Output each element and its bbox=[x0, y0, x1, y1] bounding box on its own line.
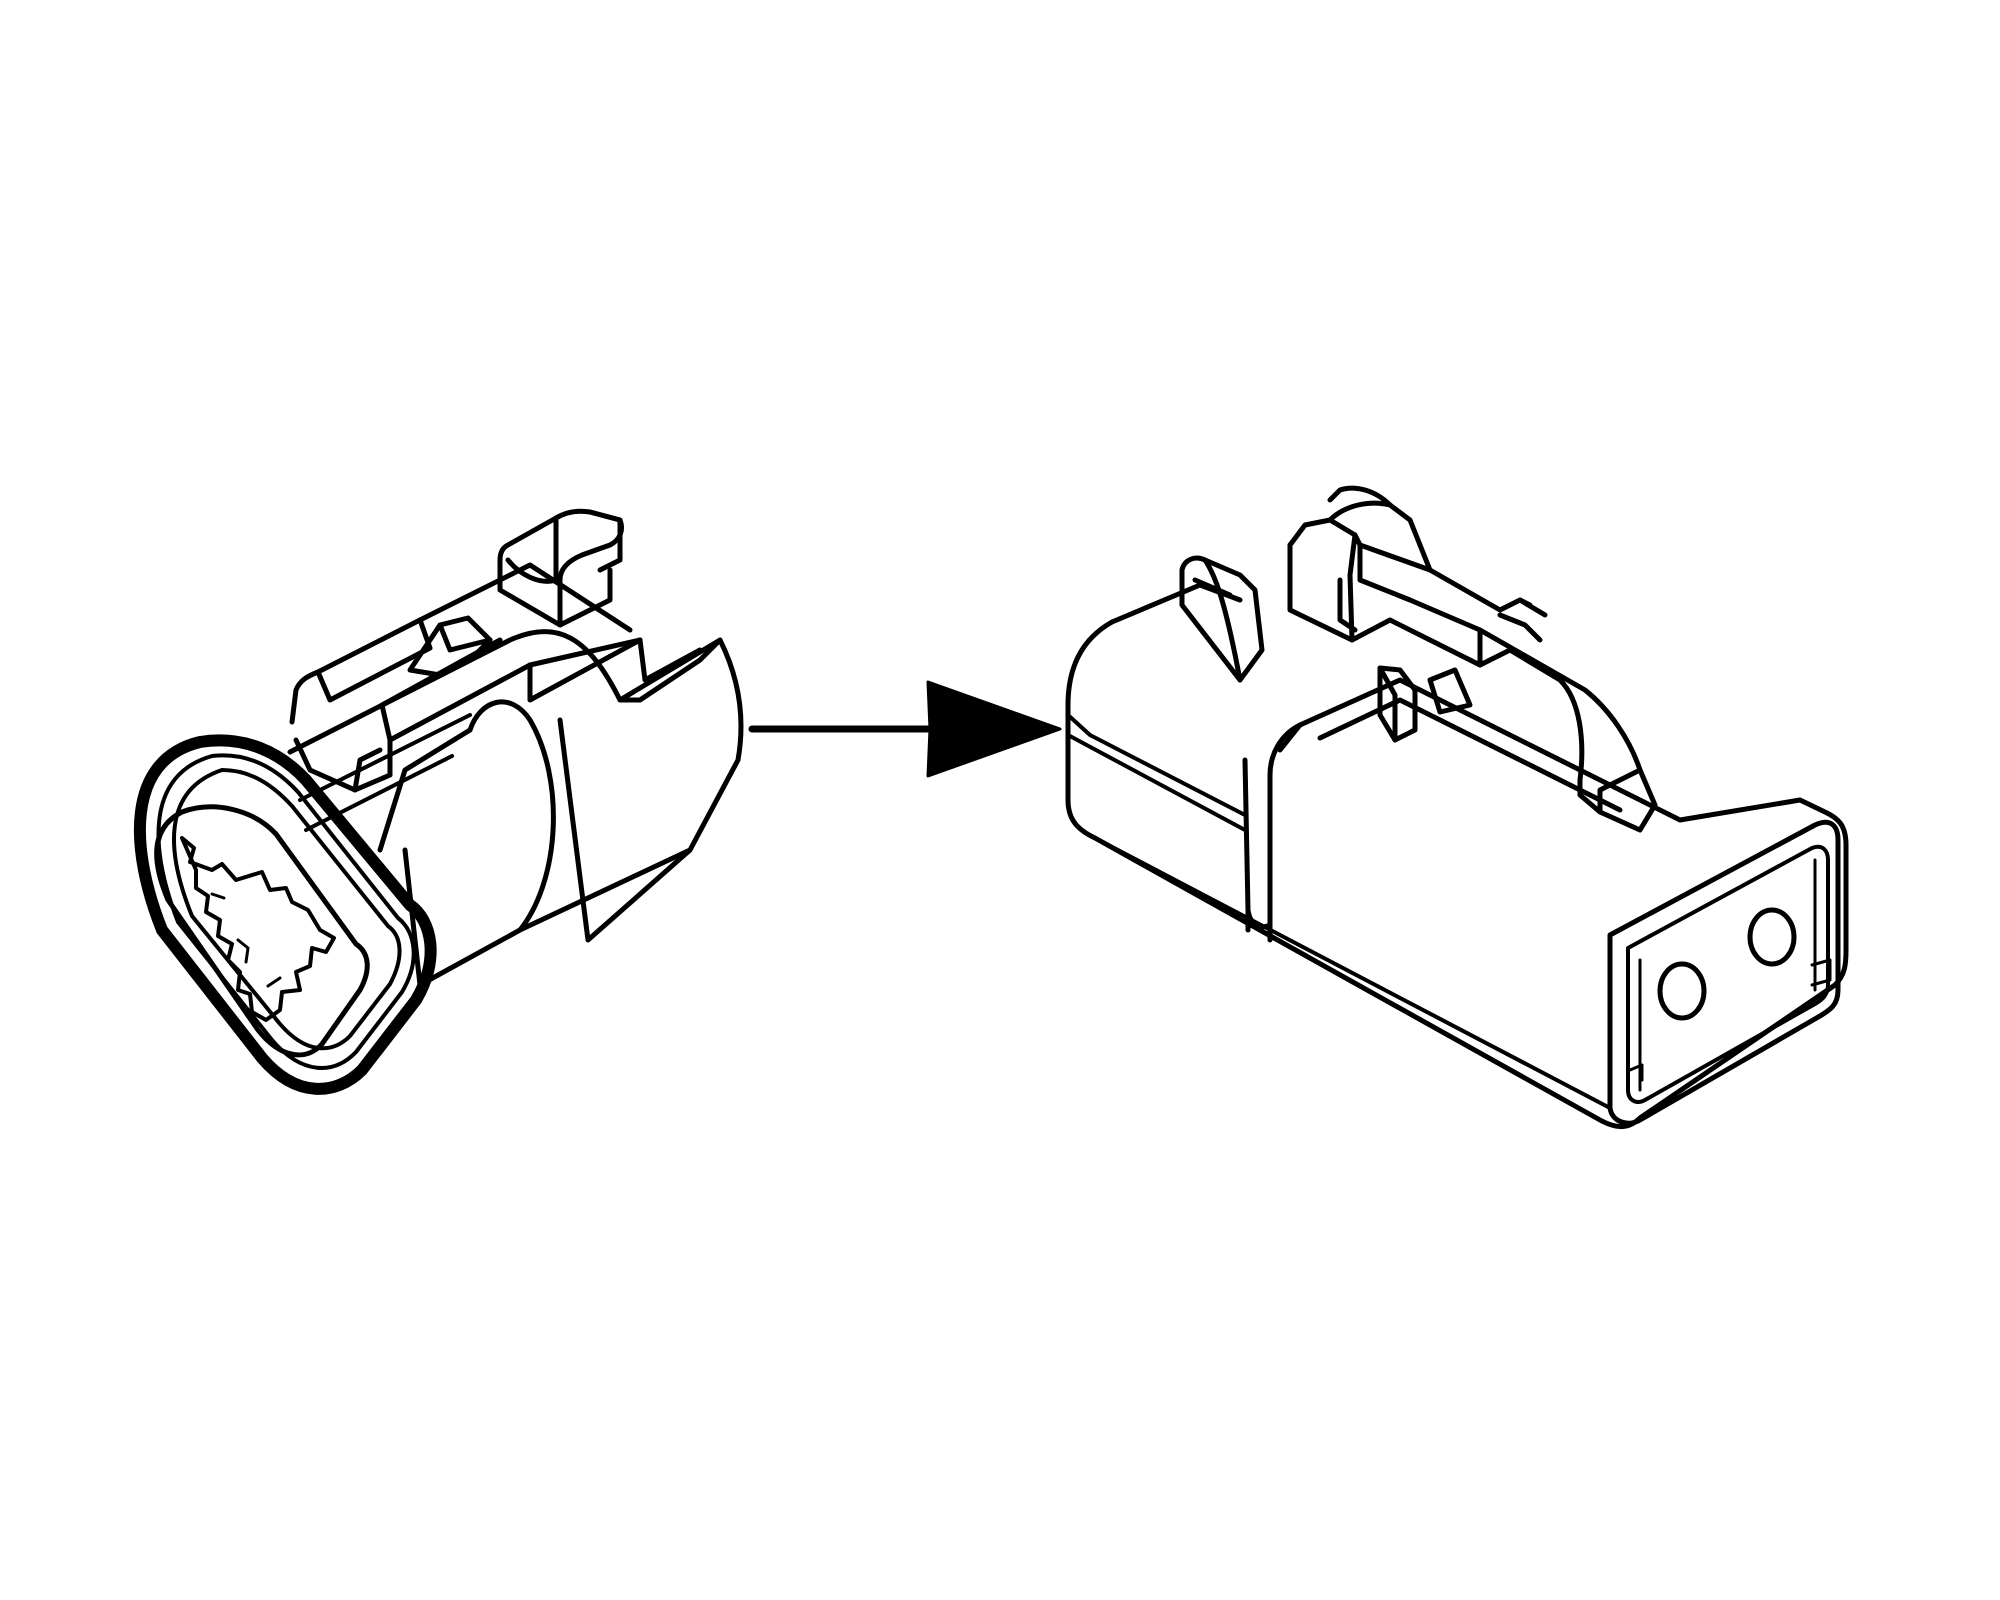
two-pin-connector-icon bbox=[1065, 485, 1849, 1129]
three-pin-connector-icon bbox=[133, 508, 744, 1095]
terminal-seal-pattern bbox=[180, 836, 336, 1022]
connector-face-panel bbox=[154, 804, 370, 1058]
housing-outline bbox=[1065, 619, 1849, 1129]
latch-housing bbox=[289, 508, 703, 793]
pin-hole-1 bbox=[1657, 961, 1707, 1021]
latch-assembly bbox=[1179, 485, 1658, 833]
end-face bbox=[1607, 819, 1841, 1126]
pin-hole-2 bbox=[1747, 907, 1797, 967]
arrow-right-icon bbox=[748, 680, 1062, 778]
